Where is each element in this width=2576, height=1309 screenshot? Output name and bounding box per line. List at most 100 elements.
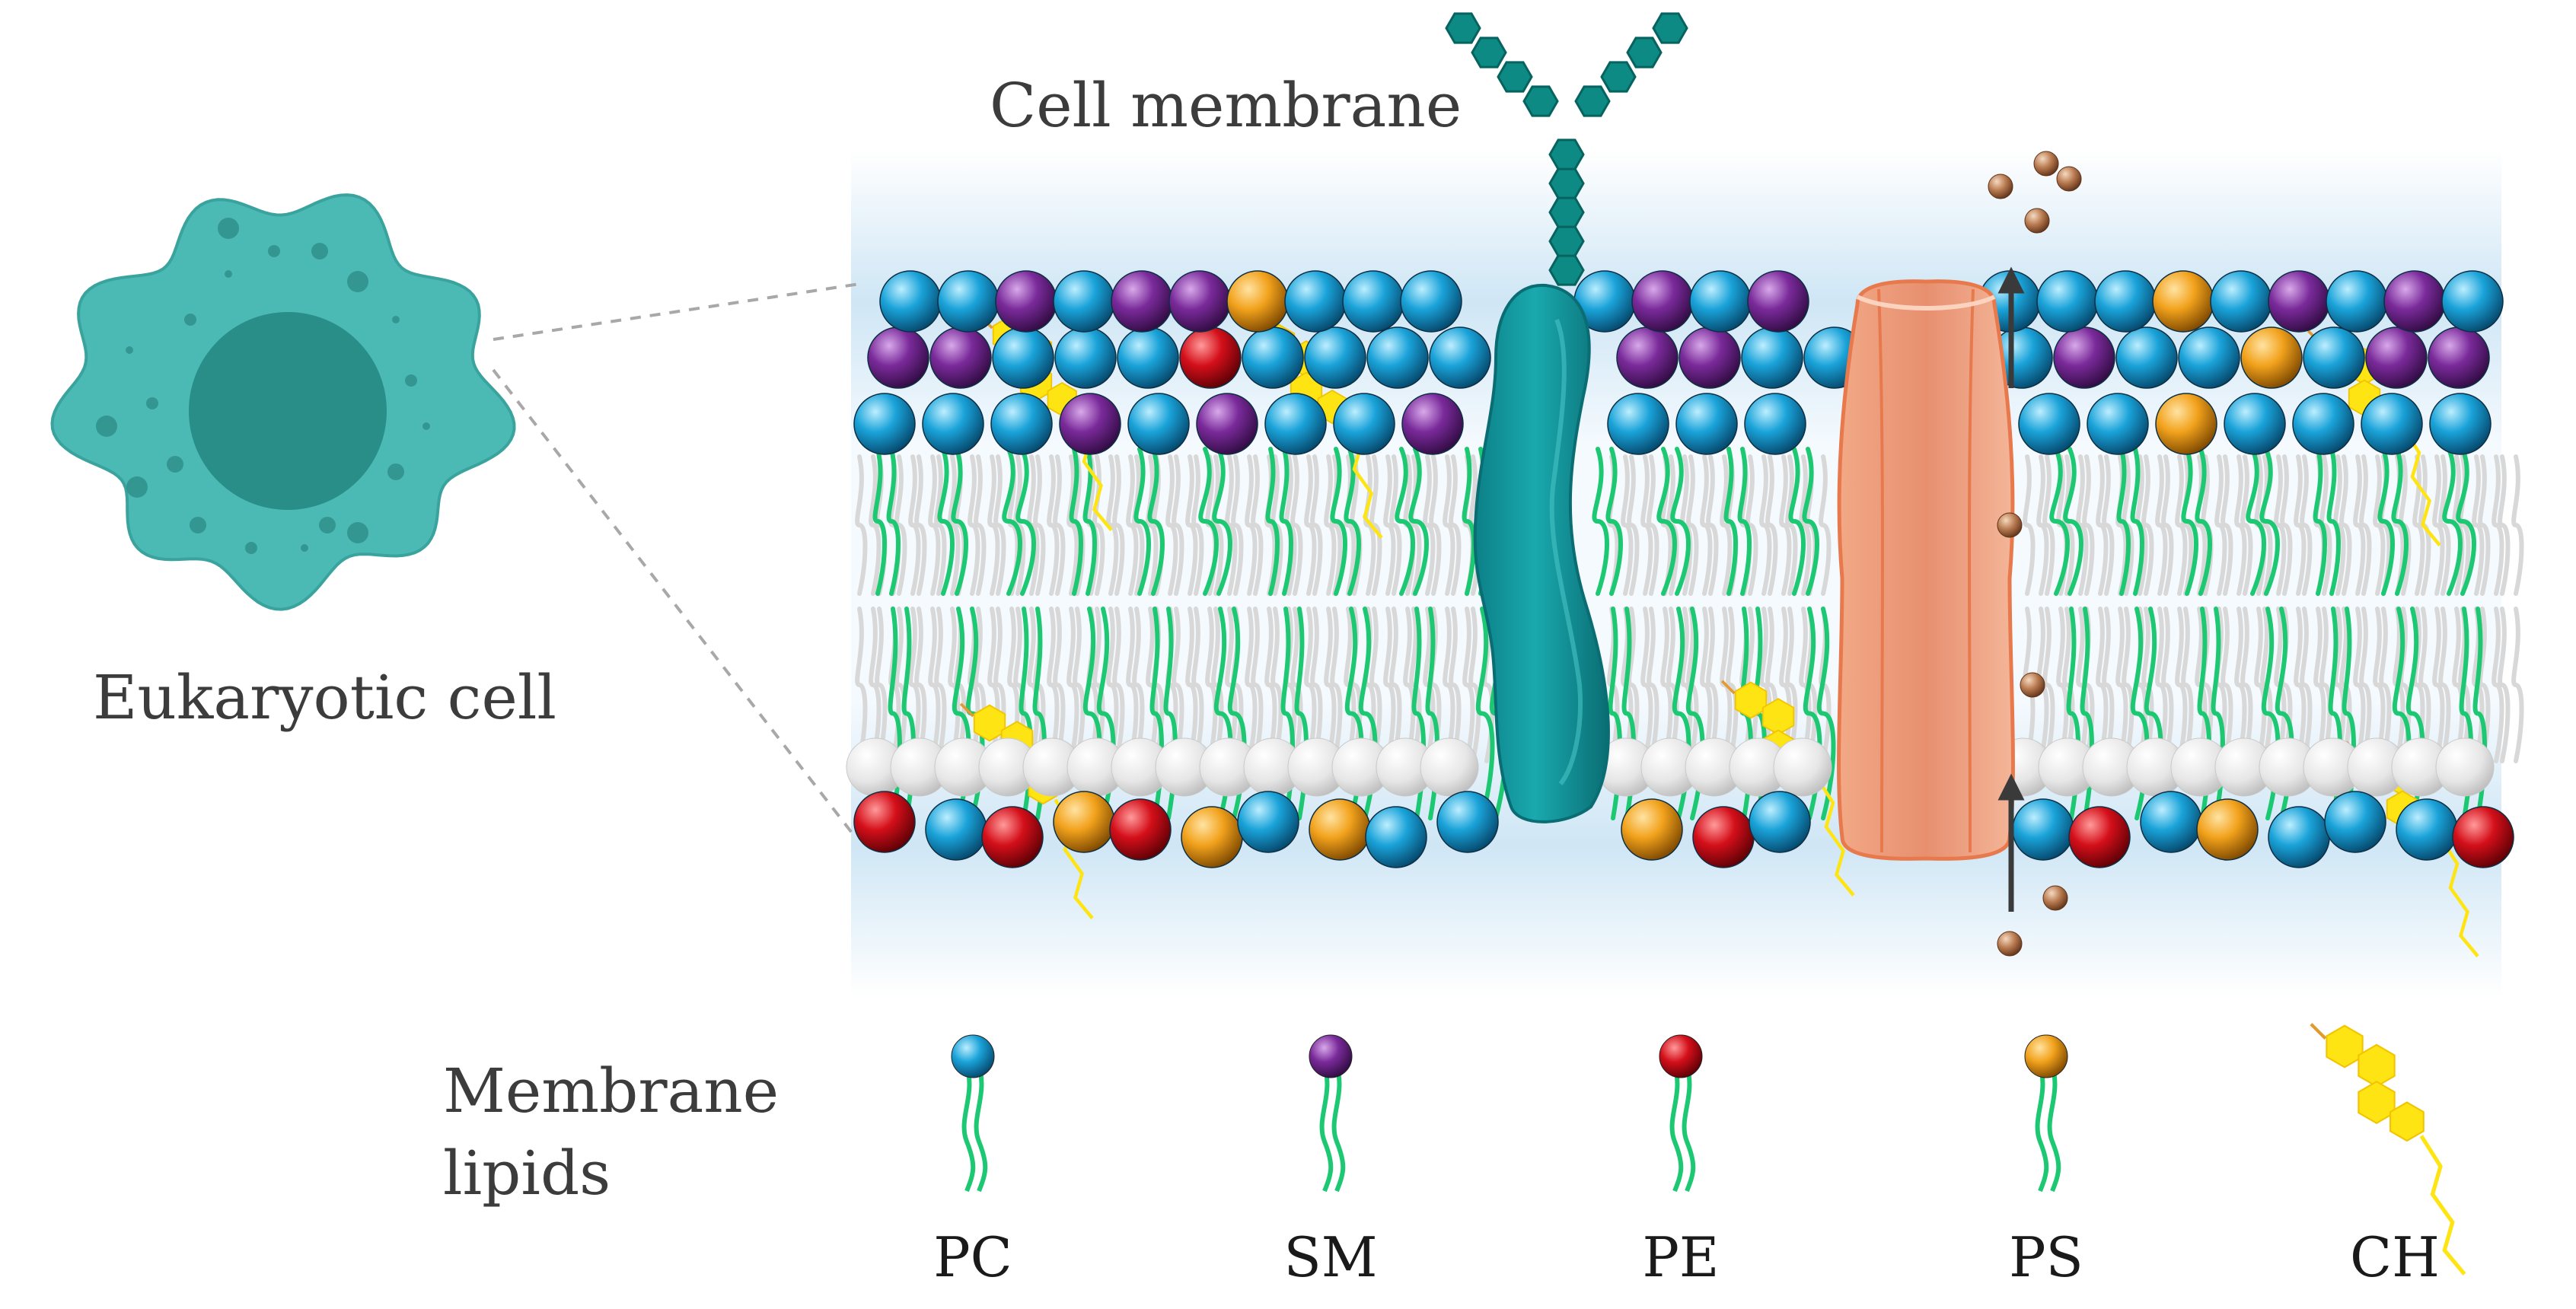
lipid-head-pe — [1109, 798, 1172, 861]
integral-protein — [1473, 283, 1610, 823]
lipid-tail — [1211, 454, 1224, 596]
lipid-head-sm — [2268, 270, 2330, 333]
lipid-tail — [1656, 447, 1677, 596]
lipid-tail — [1112, 607, 1125, 763]
lipid-tail — [937, 447, 955, 596]
lipid-tail — [872, 447, 887, 596]
cell-vesicle — [319, 517, 336, 533]
lipid-head-sm — [1111, 270, 1173, 333]
lipid-head-pe — [1179, 326, 1242, 389]
lipid-tail — [2141, 607, 2154, 763]
lipid-head-ps — [2240, 326, 2303, 389]
lipid-head-inner — [1420, 737, 1479, 797]
lipid-tail — [1310, 607, 1323, 763]
lipid-tail — [2274, 454, 2287, 596]
lipid-tail — [1324, 607, 1337, 763]
lipid-head-ps — [1053, 791, 1115, 853]
lipid-head-pc — [1689, 270, 1752, 333]
lipid-tail — [1389, 454, 1402, 596]
lipid-tail — [2377, 447, 2395, 596]
lipid-tail — [1225, 607, 1238, 763]
cell-vesicle — [184, 314, 196, 326]
lipid-tail — [1429, 454, 1442, 596]
lipid-tail — [1670, 447, 1691, 596]
legend-glyphs — [951, 1023, 2466, 1276]
lipid-tail — [2063, 447, 2083, 596]
lipid-tail — [1185, 607, 1198, 763]
lipid-head-pc — [2018, 393, 2080, 455]
legend-tail — [2047, 1065, 2061, 1193]
lipid-tail — [2175, 607, 2188, 763]
lipid-tail — [2141, 454, 2154, 596]
cell-vesicle — [225, 270, 232, 278]
lipid-head-ps — [2152, 270, 2214, 333]
lipid-head-pc — [879, 270, 942, 333]
glycan-unit — [1445, 12, 1481, 44]
lipid-tail — [1706, 454, 1719, 596]
lipid-tail — [2373, 454, 2386, 596]
lipid-head-sm — [1168, 270, 1231, 333]
legend-tail — [961, 1065, 976, 1193]
lipid-tail — [2234, 607, 2247, 763]
lipid-tail — [2155, 607, 2168, 763]
sterol-ring — [2358, 1080, 2396, 1125]
lipid-tail — [2339, 454, 2352, 596]
lipid-tail — [2300, 454, 2313, 596]
cell-vesicle — [387, 463, 404, 480]
lipid-head-pc — [2115, 326, 2178, 389]
lipid-tail — [1185, 454, 1198, 596]
lipid-tail — [1462, 447, 1476, 596]
lipid-tail — [1779, 454, 1792, 596]
lipid-tail — [1723, 447, 1738, 596]
lipid-tail — [1647, 607, 1659, 763]
glycan-chain — [1445, 12, 1688, 286]
lipid-tail — [2418, 607, 2431, 763]
lipid-tail — [1069, 447, 1083, 596]
lipid-tail — [1106, 607, 1119, 763]
lipid-tail — [2076, 607, 2089, 763]
solute-particle — [2020, 672, 2045, 698]
lipid-head-pc — [1744, 393, 1806, 455]
lipid-tail — [2511, 607, 2524, 763]
lipid-head-pc — [925, 798, 987, 861]
lipid-head-sm — [2428, 326, 2490, 389]
lipid-tail — [934, 454, 947, 596]
lipid-tail — [2195, 447, 2212, 596]
glycan-unit — [1548, 254, 1585, 286]
lipid-tail — [2246, 447, 2266, 596]
lipid-head-pc — [2140, 791, 2202, 853]
solute-particle — [1997, 512, 2023, 538]
lipid-tail — [2062, 607, 2075, 763]
lipid-tail — [1231, 454, 1244, 596]
lipid-head-pe — [2452, 806, 2514, 868]
lipid-tail — [1146, 607, 1159, 763]
lipid-tail — [1245, 607, 1258, 763]
lipid-tail — [2452, 607, 2465, 763]
lipid-tail — [2161, 454, 2174, 596]
solute-particle — [1988, 174, 2013, 199]
lipid-head-ps — [1621, 798, 1683, 861]
lipid-tail — [2432, 607, 2445, 763]
lipid-heads — [846, 270, 2514, 868]
sterol-ring — [2326, 1024, 2364, 1069]
legend-heading: Membrane lipids — [443, 1050, 779, 1215]
lipid-tail — [2115, 607, 2128, 763]
sterol-ring — [1734, 681, 1768, 719]
lipid-tail — [951, 447, 968, 596]
lipid-tail — [1660, 607, 1673, 763]
lipid-head-pe — [1692, 806, 1755, 868]
glycan-unit — [1522, 85, 1559, 117]
lipid-head-pc — [2268, 806, 2330, 868]
lipid-tail — [1647, 454, 1659, 596]
lipid-tail — [2042, 454, 2055, 596]
lipid-tail — [1279, 447, 1293, 596]
lipid-head-ps — [1181, 806, 1243, 868]
lipid-tail — [2221, 454, 2233, 596]
legend-head-pe — [1659, 1034, 1703, 1078]
lipid-tail — [1073, 607, 1086, 763]
lipid-tail — [2056, 607, 2069, 763]
lipid-tail — [1265, 447, 1280, 596]
glycan-unit — [1548, 225, 1585, 257]
sterol-side-chain — [1815, 776, 1855, 897]
